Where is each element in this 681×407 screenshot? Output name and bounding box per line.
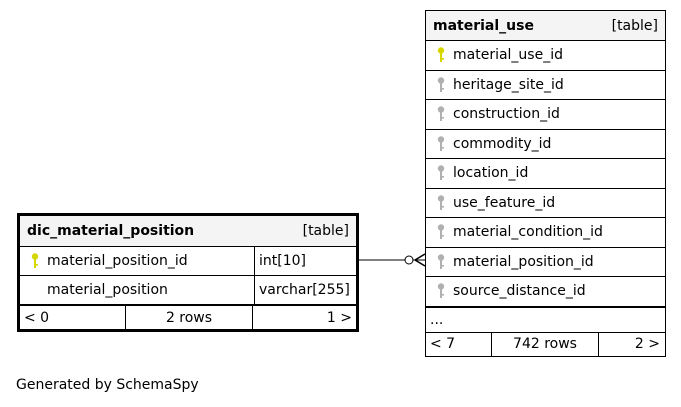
column-type: int[10] — [259, 253, 306, 269]
column-row[interactable]: source_distance_id — [426, 276, 665, 306]
column-row[interactable]: material_position_id int[10] — [20, 246, 356, 275]
column-name: use_feature_id — [453, 194, 556, 211]
parents-count[interactable]: < 7 — [426, 332, 492, 356]
crowfoot-upper — [414, 253, 426, 261]
column-name: material_position — [47, 282, 168, 298]
column-row[interactable]: construction_id — [426, 99, 665, 129]
column-row[interactable]: material_position_id — [426, 246, 665, 276]
generated-by-caption: Generated by SchemaSpy — [16, 377, 199, 393]
dic-material-position-table[interactable]: dic_material_position [table] material_p… — [17, 213, 359, 332]
table-name: material_use — [433, 17, 534, 34]
column-name: source_distance_id — [453, 283, 586, 300]
column-name: material_use_id — [453, 47, 563, 64]
column-row[interactable]: location_id — [426, 158, 665, 188]
crowfoot-lower — [414, 259, 426, 267]
row-count: 742 rows — [492, 332, 599, 356]
column-name: material_condition_id — [453, 224, 603, 241]
column-name: material_position_id — [453, 253, 594, 270]
column-name: heritage_site_id — [453, 76, 564, 93]
table-header: material_use [table] — [426, 11, 665, 40]
column-name: commodity_id — [453, 135, 552, 152]
primary-key-icon — [25, 252, 45, 270]
column-row[interactable]: material_condition_id — [426, 217, 665, 247]
column-row[interactable]: material_use_id — [426, 40, 665, 70]
row-count: 2 rows — [126, 306, 253, 329]
table-name: dic_material_position — [27, 223, 195, 239]
column-row[interactable]: use_feature_id — [426, 187, 665, 217]
table-tag: [table] — [611, 17, 658, 34]
table-tag: [table] — [302, 223, 349, 239]
foreign-key-icon — [431, 76, 451, 94]
table-footer: < 7 742 rows 2 > — [426, 331, 665, 356]
column-name: construction_id — [453, 106, 560, 123]
foreign-key-icon — [431, 223, 451, 241]
foreign-key-icon — [431, 253, 451, 271]
column-name: material_position_id — [47, 253, 188, 269]
children-count[interactable]: 2 > — [634, 336, 660, 352]
zero-or-more-circle — [404, 255, 414, 265]
table-header: dic_material_position [table] — [20, 216, 356, 246]
foreign-key-icon — [431, 164, 451, 182]
foreign-key-icon — [431, 194, 451, 212]
more-columns-indicator: ... — [426, 305, 665, 332]
foreign-key-icon — [431, 105, 451, 123]
primary-key-icon — [431, 46, 451, 64]
column-name: location_id — [453, 165, 529, 182]
column-type: varchar[255] — [259, 282, 350, 298]
table-footer: < 0 2 rows 1 > — [20, 304, 356, 329]
parents-count[interactable]: < 0 — [20, 306, 126, 329]
children-count[interactable]: 1 > — [326, 309, 352, 326]
foreign-key-icon — [431, 282, 451, 300]
column-row[interactable]: material_position varchar[255] — [20, 275, 356, 304]
foreign-key-icon — [431, 135, 451, 153]
column-row[interactable]: heritage_site_id — [426, 69, 665, 99]
column-row[interactable]: commodity_id — [426, 128, 665, 158]
